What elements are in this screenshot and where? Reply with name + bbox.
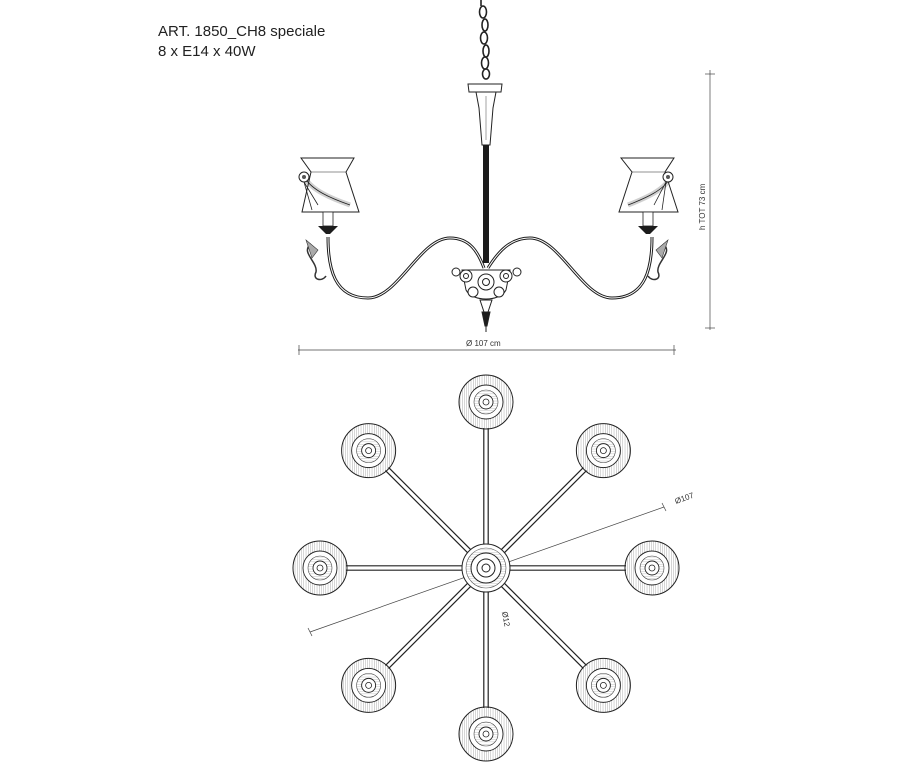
center-hub <box>461 543 511 593</box>
plan-arm <box>506 565 626 571</box>
plan-lamp-cup <box>292 540 348 596</box>
article-code: ART. 1850_CH8 speciale <box>158 23 326 40</box>
plan-arm <box>498 467 587 556</box>
plan-arm <box>483 588 489 708</box>
central-body <box>451 267 522 332</box>
width-label: Ø 107 cm <box>466 339 501 348</box>
right-lampshade <box>618 157 679 281</box>
plan-lamp-cup <box>458 374 514 430</box>
left-lampshade <box>298 157 360 281</box>
plan-view: Ø107 Ø12 <box>292 374 696 762</box>
plan-arm <box>346 565 466 571</box>
center-diameter-label: Ø12 <box>500 611 512 628</box>
lamp-spec: 8 x E14 x 40W <box>158 43 256 60</box>
plan-diameter-label: Ø107 <box>674 491 696 506</box>
plan-arm <box>385 467 474 556</box>
plan-lamps <box>292 374 680 762</box>
height-label: h TOT 73 cm <box>698 183 707 230</box>
plan-arm <box>498 580 587 669</box>
plan-lamp-cup <box>575 657 631 713</box>
plan-arms <box>346 428 626 708</box>
plan-lamp-cup <box>624 540 680 596</box>
elevation-view: h TOT 73 cm Ø 107 cm <box>298 0 715 355</box>
plan-lamp-cup <box>341 423 397 479</box>
chain <box>478 0 491 80</box>
width-dimension <box>298 345 676 355</box>
title-block: ART. 1850_CH8 speciale 8 x E14 x 40W <box>158 22 325 62</box>
height-dimension <box>705 70 715 330</box>
plan-lamp-cup <box>341 657 397 713</box>
plan-lamp-cup <box>458 706 514 762</box>
central-stem <box>483 145 489 263</box>
plan-lamp-cup <box>575 423 631 479</box>
plan-arm <box>385 580 474 669</box>
canopy <box>467 83 503 146</box>
plan-arm <box>483 428 489 548</box>
